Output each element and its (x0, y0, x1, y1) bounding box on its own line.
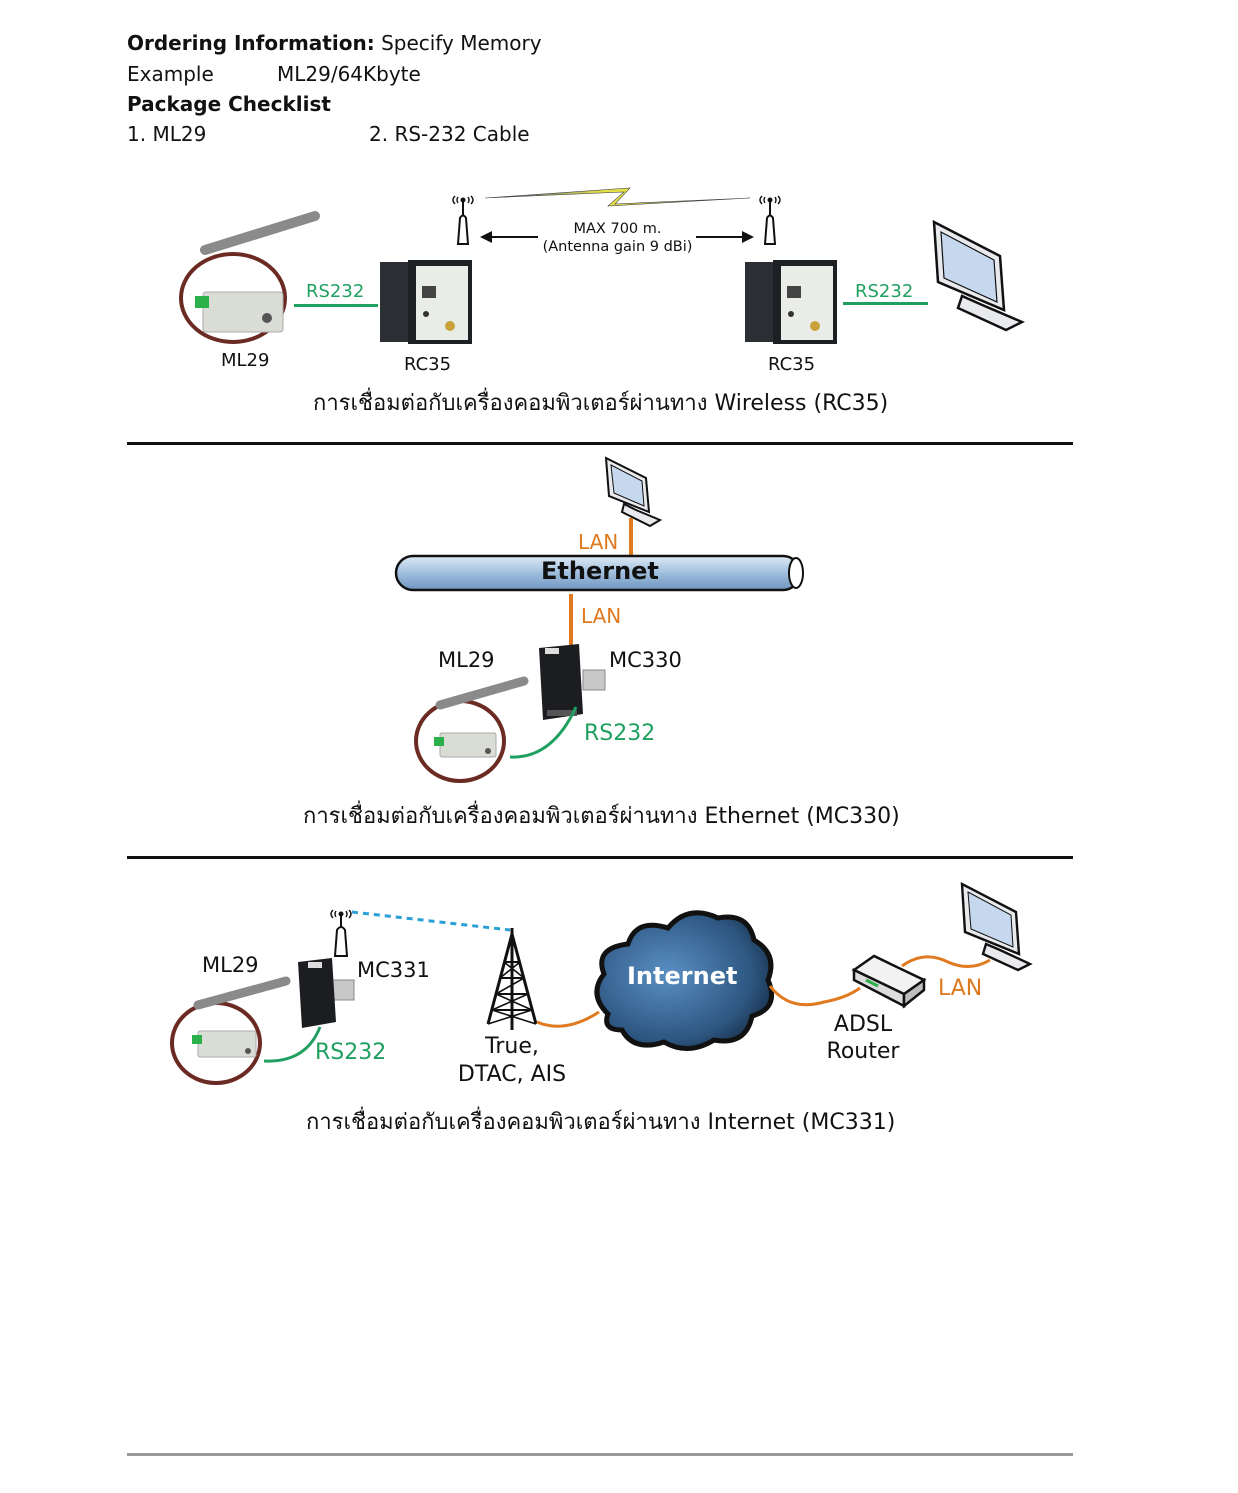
wireless-caption: การเชื่อมต่อกับเครื่องคอมพิวเตอร์ผ่านทาง… (313, 391, 889, 416)
ordering-information: Ordering Information: Specify Memory (127, 28, 542, 58)
rc35-device-image (380, 260, 472, 344)
rc35-left-label: RC35 (404, 354, 452, 375)
ml29-label: ML29 (438, 648, 495, 672)
adsl-router-label: ADSL Router (815, 1011, 911, 1065)
range-antenna-gain: (Antenna gain 9 dBi) (542, 239, 693, 255)
ml29-logger-image (170, 976, 291, 1085)
ordering-value: Specify Memory (381, 31, 542, 55)
section-divider (127, 856, 1073, 859)
ml29-logger-image (179, 211, 320, 344)
internet-cloud-label: Internet (627, 962, 738, 990)
router-line1: ADSL (833, 1012, 893, 1037)
footer-divider (127, 1453, 1073, 1456)
ethernet-caption: การเชื่อมต่อกับเครื่องคอมพิวเตอร์ผ่านทาง… (303, 804, 900, 829)
carrier-line2: DTAC, AIS (457, 1062, 567, 1087)
cellular-dashed-link (351, 910, 511, 932)
computer-monitor-icon (960, 881, 1033, 972)
wireless-lightning-icon (484, 187, 751, 207)
lan-link-line (901, 955, 991, 968)
mc331-label: MC331 (357, 958, 430, 982)
rc35-device-image (745, 260, 837, 344)
rs232-link-line (294, 304, 378, 307)
router-line2: Router (826, 1039, 900, 1064)
adsl-router-icon (851, 954, 927, 1009)
lan-link-line (536, 1010, 600, 1028)
antenna-icon (452, 195, 474, 245)
rs232-label: RS232 (584, 721, 656, 746)
lan-link-line (569, 594, 573, 648)
cell-tower-icon (486, 928, 538, 1030)
computer-monitor-icon (604, 456, 663, 528)
rs232-cable-line (263, 1026, 322, 1063)
carrier-line1: True, (485, 1034, 539, 1059)
ethernet-bus-label: Ethernet (541, 557, 659, 585)
ordering-label: Ordering Information: (127, 31, 375, 55)
internet-caption: การเชื่อมต่อกับเครื่องคอมพิวเตอร์ผ่านทาง… (306, 1110, 896, 1135)
checklist-item: 2. RS-232 Cable (369, 122, 530, 146)
range-arrows (480, 231, 754, 243)
lan-label: LAN (581, 604, 622, 628)
ml29-logger-image (414, 676, 529, 783)
mc331-device-image (298, 958, 355, 1028)
ethernet-bus-pipe (394, 554, 804, 592)
example-value: ML29/64Kbyte (277, 62, 421, 86)
mc330-label: MC330 (609, 648, 682, 672)
carrier-label: True, DTAC, AIS (452, 1033, 572, 1089)
range-note: MAX 700 m. (Antenna gain 9 dBi) (535, 220, 700, 256)
rs232-cable-line (509, 706, 578, 759)
antenna-icon (330, 909, 352, 957)
computer-monitor-icon (932, 219, 1025, 332)
rs232-label: RS232 (306, 281, 365, 302)
example-label: Example (127, 62, 214, 86)
section-divider (127, 442, 1073, 445)
lan-link-line (768, 985, 861, 1007)
range-max: MAX 700 m. (573, 221, 662, 237)
ml29-label: ML29 (221, 350, 270, 371)
rs232-label: RS232 (315, 1040, 387, 1065)
lan-label: LAN (578, 530, 619, 554)
lan-link-line (629, 518, 633, 556)
rc35-right-label: RC35 (768, 354, 816, 375)
package-checklist-title: Package Checklist (127, 92, 331, 116)
lan-label: LAN (938, 976, 983, 1001)
antenna-icon (759, 195, 781, 245)
checklist-item: 1. ML29 (127, 122, 207, 146)
internet-cloud-icon (594, 910, 774, 1051)
rs232-label: RS232 (855, 281, 914, 302)
rs232-link-line (843, 302, 928, 305)
mc330-device-image (539, 644, 606, 720)
ml29-label: ML29 (202, 953, 259, 977)
